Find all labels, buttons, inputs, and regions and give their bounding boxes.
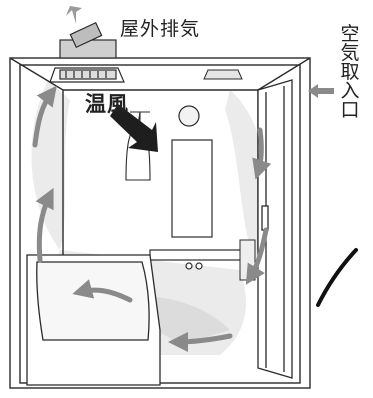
counter-shelf xyxy=(149,249,251,270)
exhaust-label: 屋外排気 xyxy=(120,18,201,40)
exhaust-arrow xyxy=(66,6,82,24)
intake-arrow xyxy=(308,84,334,98)
bathtub xyxy=(26,254,161,386)
air-intake-label: 空気取入口 xyxy=(340,23,360,121)
warm-air-label: 温風 xyxy=(85,92,129,116)
mirror xyxy=(171,139,213,238)
circulation-arrows xyxy=(32,85,272,352)
intake-guide-line xyxy=(316,248,358,307)
warm-air-arrow xyxy=(110,104,158,152)
ceiling-light xyxy=(203,69,243,80)
exhaust-duct xyxy=(59,21,117,59)
folding-door xyxy=(257,79,293,379)
ceiling-fan-vent xyxy=(49,67,125,83)
wall-light xyxy=(178,105,200,127)
